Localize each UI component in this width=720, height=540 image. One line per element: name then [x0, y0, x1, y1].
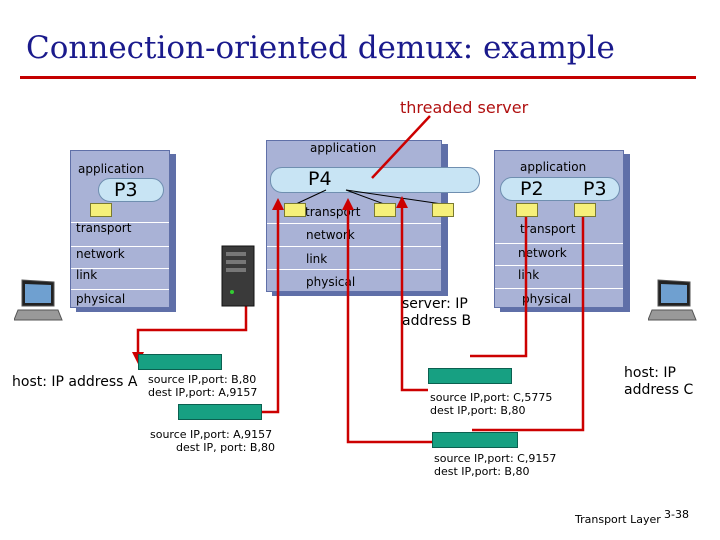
host-a-physical-label: physical: [76, 292, 126, 306]
footer-label: Transport Layer: [575, 513, 661, 526]
host-c-socket-icon-2: [574, 203, 596, 217]
packet-c5775: [428, 368, 512, 384]
server-label: server: IP address B: [402, 296, 472, 329]
arrowhead-a-to-b: [272, 198, 284, 210]
packet-c9157-dst: dest IP,port: B,80: [434, 465, 530, 478]
page-number: 3-38: [664, 508, 689, 521]
host-c-process-p2: P2: [520, 178, 544, 200]
thread-lines: [295, 189, 443, 205]
title-underline: [20, 76, 696, 79]
host-c-application-label: application: [520, 160, 587, 174]
host-c-transport-label: transport: [520, 222, 576, 236]
server-physical-label: physical: [306, 275, 356, 289]
server-link-label: link: [306, 252, 328, 266]
packet-b-to-a-dst: dest IP,port: A,9157: [148, 386, 258, 399]
threaded-server-label: threaded server: [400, 98, 529, 117]
packet-b-to-a-src: source IP,port: B,80: [148, 373, 257, 386]
server-socket-icon-3: [432, 203, 454, 217]
server-socket-icon-2: [374, 203, 396, 217]
packet-c5775-src: source IP,port: C,5775: [430, 391, 553, 404]
host-c-network-label: network: [518, 246, 567, 260]
server-application-label: application: [310, 141, 377, 155]
server-network-label: network: [306, 228, 355, 242]
host-c-socket-icon-1: [516, 203, 538, 217]
server-computer-icon: [221, 245, 255, 307]
packet-a-to-b: [178, 404, 262, 420]
host-a-process-oval: [98, 178, 164, 202]
server-process-oval: [270, 167, 480, 193]
host-a-process-p3: P3: [114, 179, 138, 201]
packet-a-to-b-src: source IP,port: A,9157: [150, 428, 273, 441]
packet-c5775-dst: dest IP,port: B,80: [430, 404, 526, 417]
host-c-computer-icon: [648, 279, 697, 321]
arrowhead-c5775: [396, 196, 408, 208]
host-c-physical-label: physical: [522, 292, 572, 306]
host-a-application-label: application: [78, 162, 145, 176]
server-process-p4: P4: [308, 168, 332, 190]
packet-b-to-a: [138, 354, 222, 370]
server-socket-icon-1: [284, 203, 306, 217]
host-a-network-label: network: [76, 247, 125, 261]
slide-title: Connection-oriented demux: example: [26, 30, 615, 66]
host-a-socket-icon: [90, 203, 112, 217]
host-a-transport-label: transport: [76, 221, 132, 235]
packet-c9157-src: source IP,port: C,9157: [434, 452, 557, 465]
packet-c9157: [432, 432, 518, 448]
host-c-label: host: IP address C: [624, 365, 694, 398]
packet-a-to-b-dst: dest IP, port: B,80: [176, 441, 275, 454]
host-a-link-label: link: [76, 268, 98, 282]
host-c-link-label: link: [518, 268, 540, 282]
host-a-label: host: IP address A: [12, 374, 138, 390]
arrowhead-c9157: [342, 198, 354, 210]
host-c-process-oval: [500, 177, 620, 201]
arrowheads: [132, 196, 408, 364]
host-c-process-p3: P3: [583, 178, 607, 200]
host-a-computer-icon: [14, 279, 63, 321]
